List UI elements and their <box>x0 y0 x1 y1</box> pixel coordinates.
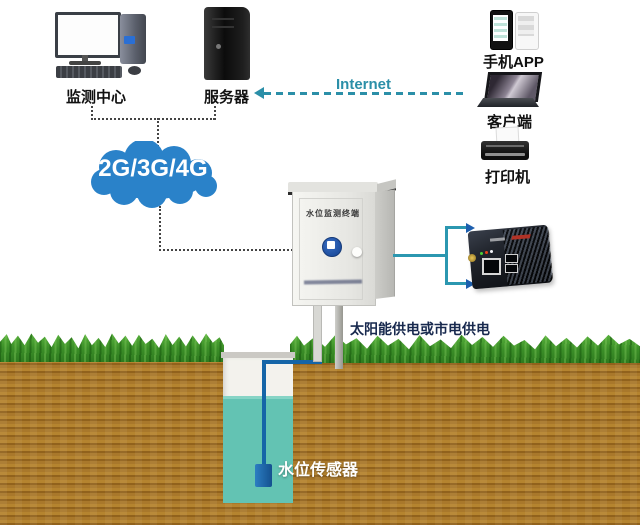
cabinet-dtu-connector <box>393 254 447 257</box>
server-label: 服务器 <box>204 89 250 106</box>
cloud-network-label: 2G/3G/4G <box>98 155 208 182</box>
arrowhead-icon <box>466 223 475 233</box>
smartphone-app-rows <box>494 17 507 39</box>
printer-slot <box>486 145 524 147</box>
monitor-icon <box>55 12 121 58</box>
sensor-cable <box>262 360 322 364</box>
printer-tray <box>485 153 525 156</box>
keyboard-icon <box>56 66 122 78</box>
dtu-led <box>480 252 483 255</box>
cabinet-title-label: 水位监测终端 <box>306 209 360 218</box>
dtu-antenna-connector <box>468 254 476 262</box>
cabinet-door-seam <box>299 198 363 300</box>
cabinet-lock-knob <box>352 247 362 257</box>
water-level-sensor-label: 水位传感器 <box>278 462 359 479</box>
monitoring-center-label: 监测中心 <box>66 89 127 106</box>
laptop-icon <box>483 72 543 102</box>
server-drive-slot <box>212 18 234 20</box>
dotted-connector-cloud-down <box>159 206 161 251</box>
dtu-usb-port <box>505 264 518 273</box>
dotted-connector-to-cloud <box>157 118 159 147</box>
internet-label: Internet <box>336 76 392 93</box>
server-drive-slot <box>212 26 234 28</box>
dtu-led <box>490 250 493 253</box>
printer-label: 打印机 <box>485 169 531 186</box>
grass-strip <box>0 333 224 362</box>
server-power-button <box>216 44 221 49</box>
internet-arrowhead-icon <box>254 87 264 99</box>
dotted-connector-to-cabinet <box>159 249 293 251</box>
dotted-connector-horizontal <box>91 118 215 120</box>
dtu-ethernet-port <box>482 258 501 275</box>
power-supply-label: 太阳能供电或市电供电 <box>350 321 490 337</box>
mobile-network-cloud-icon <box>91 141 217 208</box>
dotted-connector-server-down <box>214 106 216 120</box>
mouse-icon <box>128 66 141 75</box>
water-level-sensor-icon <box>255 464 272 487</box>
cabinet-dtu-connector <box>445 282 468 285</box>
phone-app-label: 手机APP <box>483 54 544 71</box>
cabinet-dtu-connector <box>445 226 468 229</box>
monitor-base <box>69 61 101 65</box>
tower-display <box>124 36 135 44</box>
laptop-base <box>477 98 539 107</box>
monitor-stand <box>82 55 88 62</box>
well-rim <box>221 352 295 358</box>
dtu-usb-port <box>505 254 518 263</box>
dotted-connector-monitor-down <box>91 106 93 120</box>
dtu-led <box>485 251 488 254</box>
sensor-cable <box>262 360 266 466</box>
cabinet-side-panel <box>375 189 395 299</box>
cabinet-logo-mark <box>327 241 335 249</box>
arrowhead-icon <box>466 279 475 289</box>
smartphone-screen <box>518 16 534 36</box>
soil-cross-section <box>0 358 640 525</box>
cabinet-pole <box>335 303 343 369</box>
cabinet-pole <box>313 303 322 362</box>
internet-dashed-line <box>264 92 468 95</box>
printer-icon <box>481 141 529 160</box>
cabinet-dtu-connector <box>445 226 448 285</box>
